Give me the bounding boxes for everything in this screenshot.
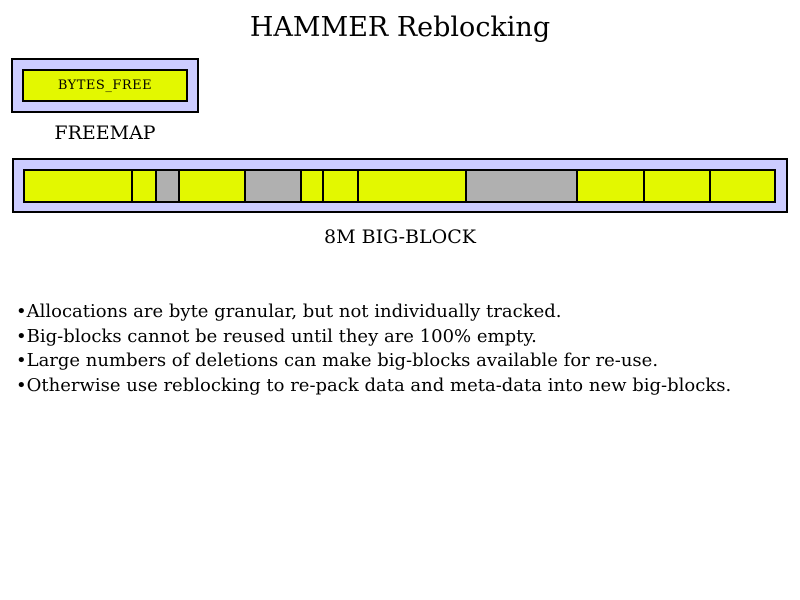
bytes-free-box: BYTES_FREE <box>22 69 188 102</box>
big-block-container <box>12 158 788 213</box>
bullet-item: Large numbers of deletions can make big-… <box>16 349 786 374</box>
bullet-item: Big-blocks cannot be reused until they a… <box>16 325 786 350</box>
big-block-segment-used <box>465 171 576 201</box>
big-block-segment-used <box>243 171 300 201</box>
big-block-segment-free <box>299 171 323 201</box>
big-block-segment-free <box>177 171 244 201</box>
big-block-segment-used <box>154 171 178 201</box>
big-block-segment-free <box>322 171 357 201</box>
big-block-segment-free <box>357 171 466 201</box>
big-block-segment-free <box>131 171 155 201</box>
bullet-item: Allocations are byte granular, but not i… <box>16 300 786 325</box>
big-block-segment-free <box>709 171 775 201</box>
big-block-segment-free <box>25 171 132 201</box>
bytes-free-label: BYTES_FREE <box>57 78 153 93</box>
page-title: HAMMER Reblocking <box>249 12 551 43</box>
big-block-bar <box>23 169 776 203</box>
bullet-list: Allocations are byte granular, but not i… <box>16 300 786 398</box>
freemap-box: BYTES_FREE <box>11 58 199 113</box>
big-block-segment-free <box>643 171 710 201</box>
big-block-caption: 8M BIG-BLOCK <box>324 226 476 248</box>
freemap-caption: FREEMAP <box>54 122 156 144</box>
bullet-item: Otherwise use reblocking to re-pack data… <box>16 374 786 399</box>
big-block-segment-free <box>575 171 644 201</box>
